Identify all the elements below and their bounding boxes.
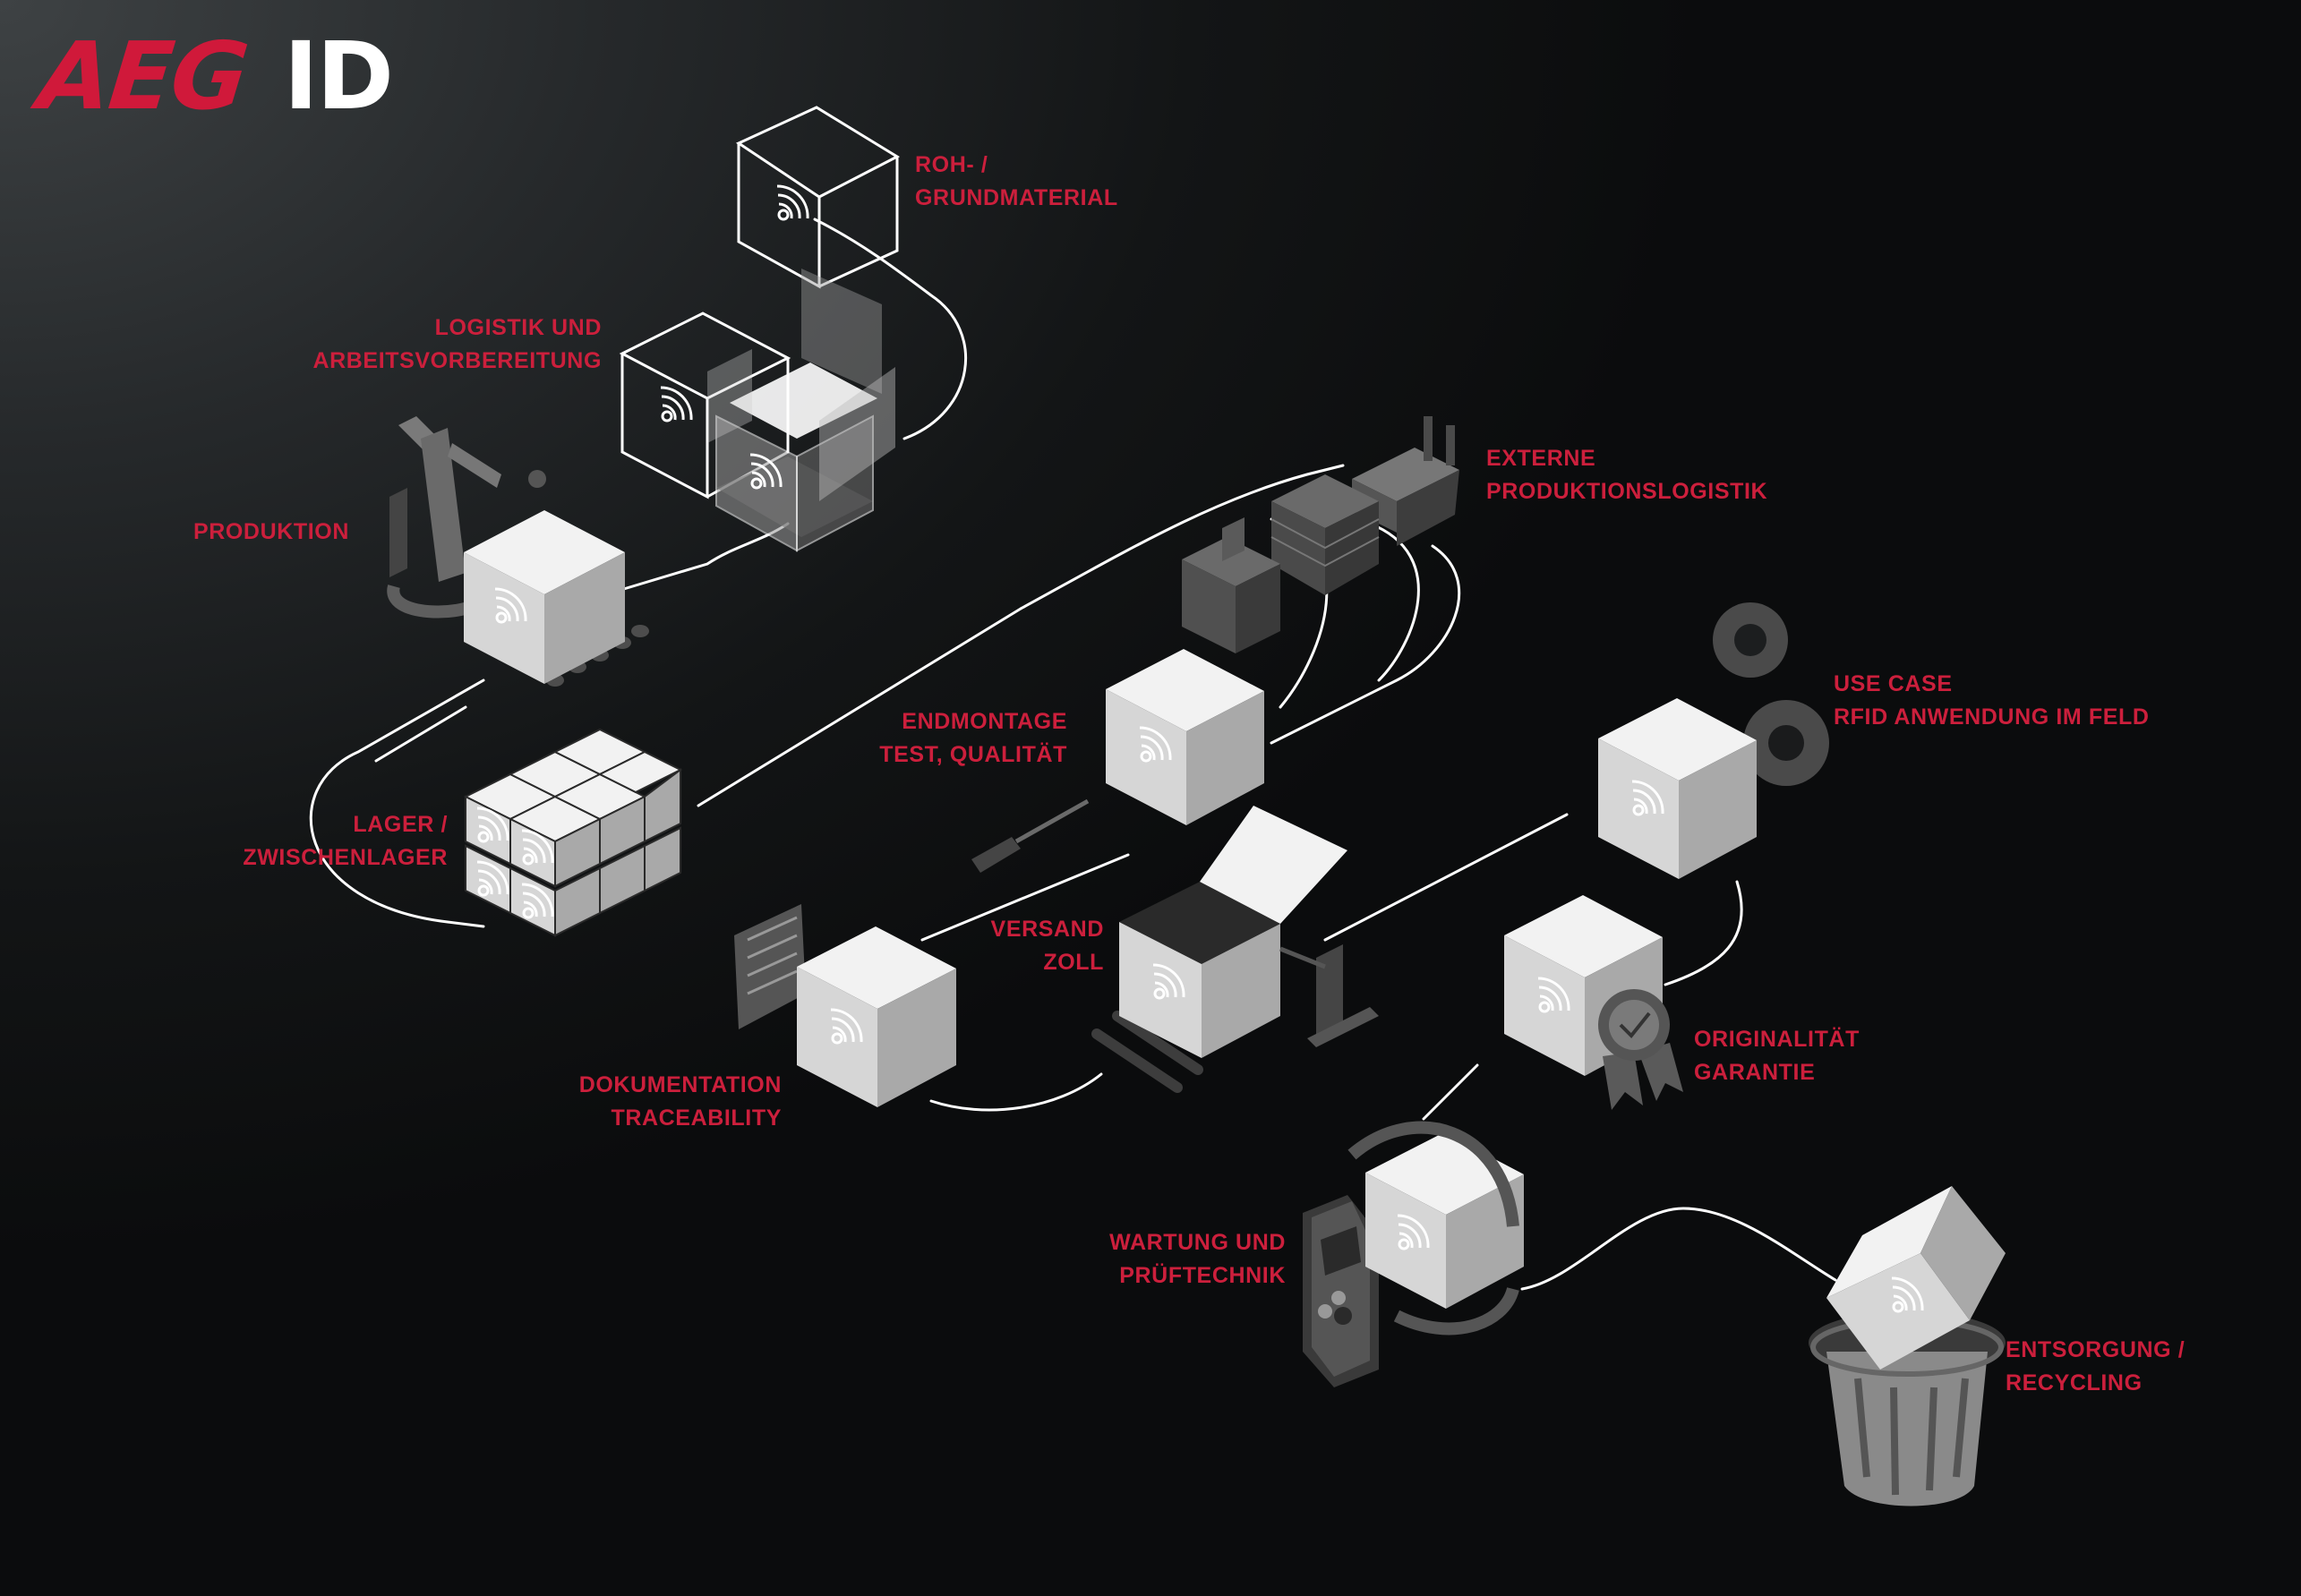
cube-endmontage <box>1106 649 1264 825</box>
label-wartung: WARTUNG UND PRÜFTECHNIK <box>1109 1230 1286 1288</box>
label-originalitaet: ORIGINALITÄT GARANTIE <box>1694 1027 1860 1085</box>
screwdriver-icon <box>971 798 1090 873</box>
gear-icon <box>1713 602 1829 786</box>
clipboard-icon <box>734 904 806 1029</box>
label-logistik: LOGISTIK UND ARBEITSVORBEREITUNG <box>312 315 602 373</box>
cube-wartung <box>1365 1132 1524 1309</box>
label-versand: VERSAND ZOLL <box>990 917 1104 975</box>
cube-dokumentation <box>797 926 956 1107</box>
label-dokumentation: DOKUMENTATION TRACEABILITY <box>578 1072 782 1131</box>
label-endmontage: ENDMONTAGE TEST, QUALITÄT <box>879 709 1067 767</box>
scanner-icon <box>1303 1195 1379 1387</box>
aeg-id-logo: AEG ID <box>34 21 394 131</box>
seal-icon <box>1598 989 1683 1110</box>
conveyor-versand <box>1091 1011 1203 1093</box>
cube-entsorgung <box>1826 1186 2006 1370</box>
stacked-plates-icon <box>1270 474 1380 595</box>
machine-block-icon <box>1182 517 1280 653</box>
label-use-case: USE CASE RFID ANWENDUNG IM FELD <box>1834 671 2150 730</box>
robot-arm-icon <box>387 416 546 619</box>
label-produktion: PRODUKTION <box>192 519 349 544</box>
label-lager: LAGER / ZWISCHENLAGER <box>243 812 448 870</box>
flow-path <box>309 218 1837 1291</box>
wireframe-cube-logistik <box>619 269 895 552</box>
cube-stack-lager <box>463 728 683 937</box>
cube-produktion <box>464 510 625 684</box>
label-externe: EXTERNE PRODUKTIONSLOGISTIK <box>1486 446 1768 504</box>
label-rohmaterial: ROH- / GRUNDMATERIAL <box>915 152 1118 210</box>
open-box-versand <box>1119 806 1347 1058</box>
cube-use-case <box>1598 698 1757 879</box>
logo-suffix: ID <box>283 21 394 131</box>
label-entsorgung: ENTSORGUNG / RECYCLING <box>2006 1337 2186 1395</box>
wireframe-cube-rohmaterial <box>735 106 901 289</box>
cycle-arrow-icon <box>1347 1121 1519 1336</box>
barrier-icon <box>1279 944 1379 1047</box>
